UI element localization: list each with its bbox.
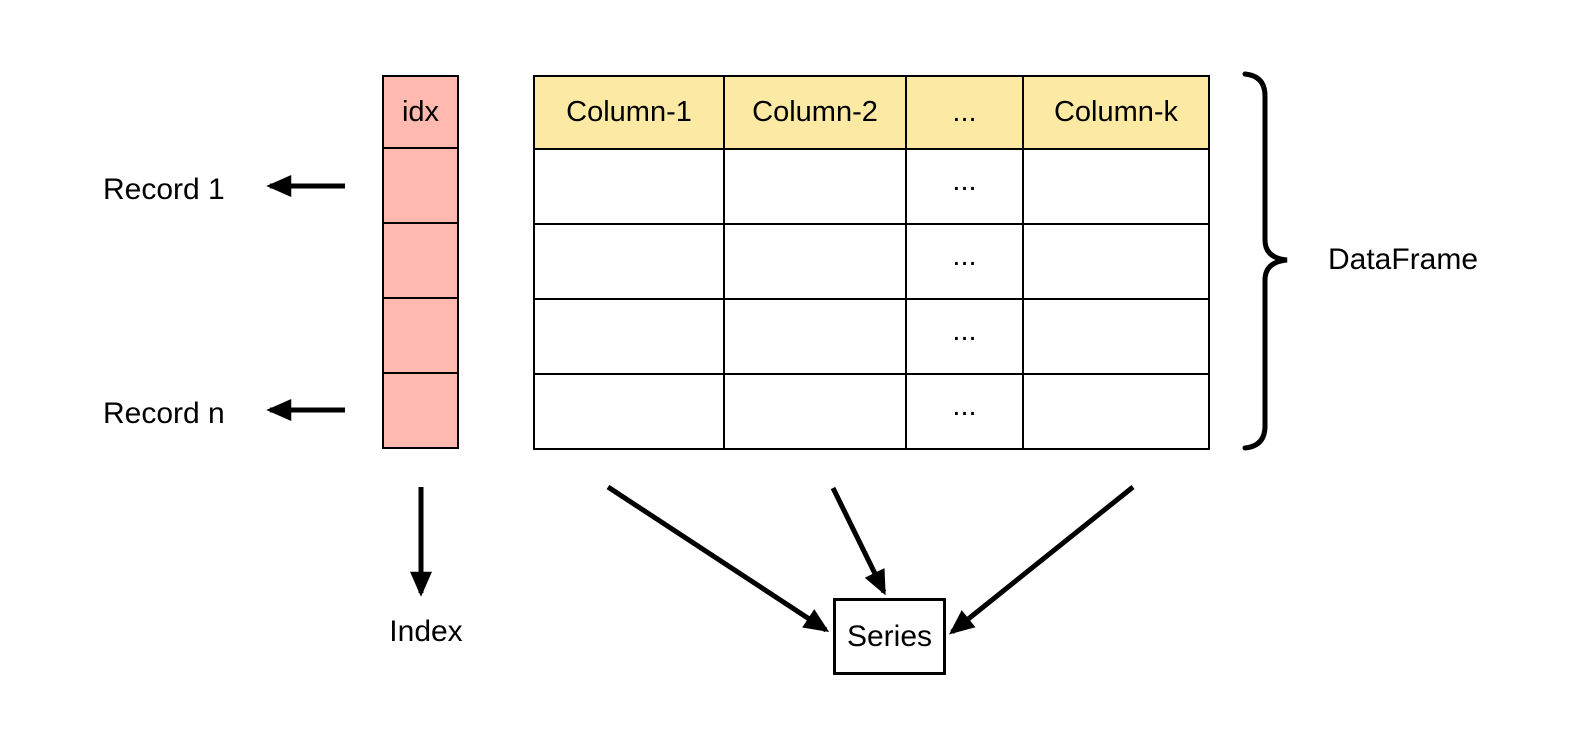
table-row: ... [533, 223, 1210, 300]
table-row: ... [533, 373, 1210, 450]
table-cell [533, 373, 725, 450]
index-column: idx [382, 75, 459, 449]
table-cell [533, 148, 725, 225]
table-cell [533, 298, 725, 375]
table-cell [723, 148, 907, 225]
index-cell [382, 149, 459, 224]
index-column-header: idx [382, 75, 459, 149]
table-cell [1022, 373, 1210, 450]
table-cell [1022, 223, 1210, 300]
ellipsis-cell: ... [905, 373, 1024, 450]
index-cell [382, 224, 459, 299]
table-row: ... [533, 148, 1210, 225]
record-n-label: Record n [103, 397, 225, 430]
table-cell [723, 373, 907, 450]
dataframe-label: DataFrame [1328, 243, 1479, 276]
index-label: Index [389, 615, 463, 648]
dataframe-brace [1242, 71, 1288, 451]
table-cell [1022, 298, 1210, 375]
ellipsis-cell: ... [905, 223, 1024, 300]
column-header-2: Column-2 [723, 75, 907, 150]
table-cell [723, 298, 907, 375]
table-row: ... [533, 298, 1210, 375]
series-arrow-right [949, 485, 1135, 635]
index-cell [382, 299, 459, 374]
dataframe-table: Column-1 Column-2 ... Column-k ... ... [533, 75, 1210, 450]
series-arrow-middle [830, 486, 887, 596]
column-header-ellipsis: ... [905, 75, 1024, 150]
table-cell [723, 223, 907, 300]
header-row: Column-1 Column-2 ... Column-k [533, 75, 1210, 150]
column-header-k: Column-k [1022, 75, 1210, 150]
index-cell [382, 374, 459, 449]
ellipsis-cell: ... [905, 298, 1024, 375]
record-1-label: Record 1 [103, 173, 225, 206]
table-cell [1022, 148, 1210, 225]
series-box: Series [833, 598, 946, 675]
column-header-1: Column-1 [533, 75, 725, 150]
series-label: Series [846, 619, 933, 653]
table-cell [533, 223, 725, 300]
series-arrow-left [606, 484, 830, 633]
ellipsis-cell: ... [905, 148, 1024, 225]
